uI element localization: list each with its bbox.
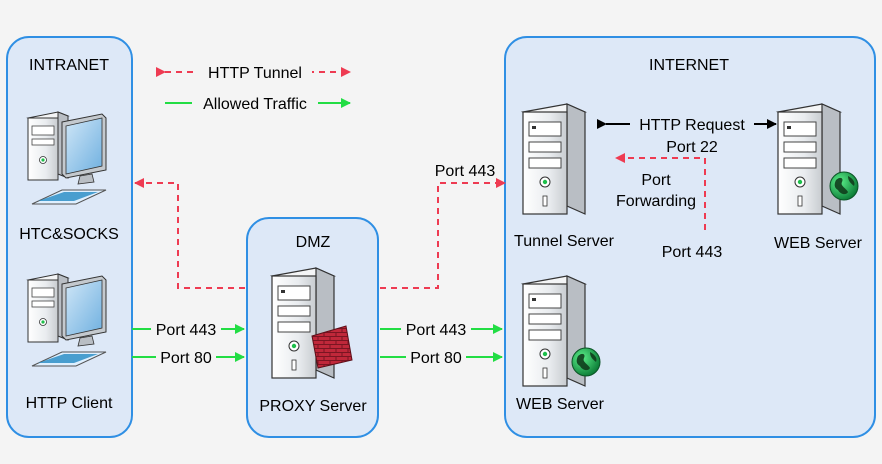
legend-allowed-label: Allowed Traffic	[203, 96, 307, 113]
htc-socks-label: HTC&SOCKS	[19, 226, 119, 243]
brick-firewall-icon	[311, 325, 353, 369]
tunnel-server-label: Tunnel Server	[514, 233, 615, 250]
tunnel-local-port-label: Port 443	[662, 244, 723, 261]
proxy-to-tunnel-label: Port 443	[435, 163, 496, 180]
legend: HTTP Tunnel Allowed Traffic	[156, 60, 351, 115]
web-server-top-label: WEB Server	[774, 235, 863, 252]
client-to-proxy-80-label: Port 80	[160, 350, 212, 367]
port-forwarding-connector	[615, 153, 706, 230]
dmz-title: DMZ	[296, 234, 331, 251]
proxy-server-label: PROXY Server	[259, 398, 367, 415]
proxy-to-web-80-label: Port 80	[410, 350, 462, 367]
tunnel-server-icon	[522, 103, 586, 215]
tunnel-proxy-to-tunnel-server	[380, 178, 506, 289]
web-server-top-icon	[777, 103, 841, 215]
client-to-proxy-443-label: Port 443	[156, 322, 217, 339]
port-forwarding-label-1: Port	[641, 172, 671, 189]
globe-icon	[829, 171, 859, 201]
http-client-label: HTTP Client	[26, 395, 113, 412]
port-forwarding-label-2: Forwarding	[616, 193, 696, 210]
tunnel-proxy-to-intranet	[134, 178, 245, 289]
globe-icon	[571, 347, 601, 377]
http-request-port-label: Port 22	[666, 139, 718, 156]
web-server-bottom-label: WEB Server	[516, 396, 605, 413]
http-request-label: HTTP Request	[639, 117, 745, 134]
legend-tunnel-label: HTTP Tunnel	[208, 65, 302, 82]
internet-title: INTERNET	[649, 57, 729, 74]
intranet-title: INTRANET	[29, 57, 109, 74]
proxy-to-web-443-label: Port 443	[406, 322, 467, 339]
